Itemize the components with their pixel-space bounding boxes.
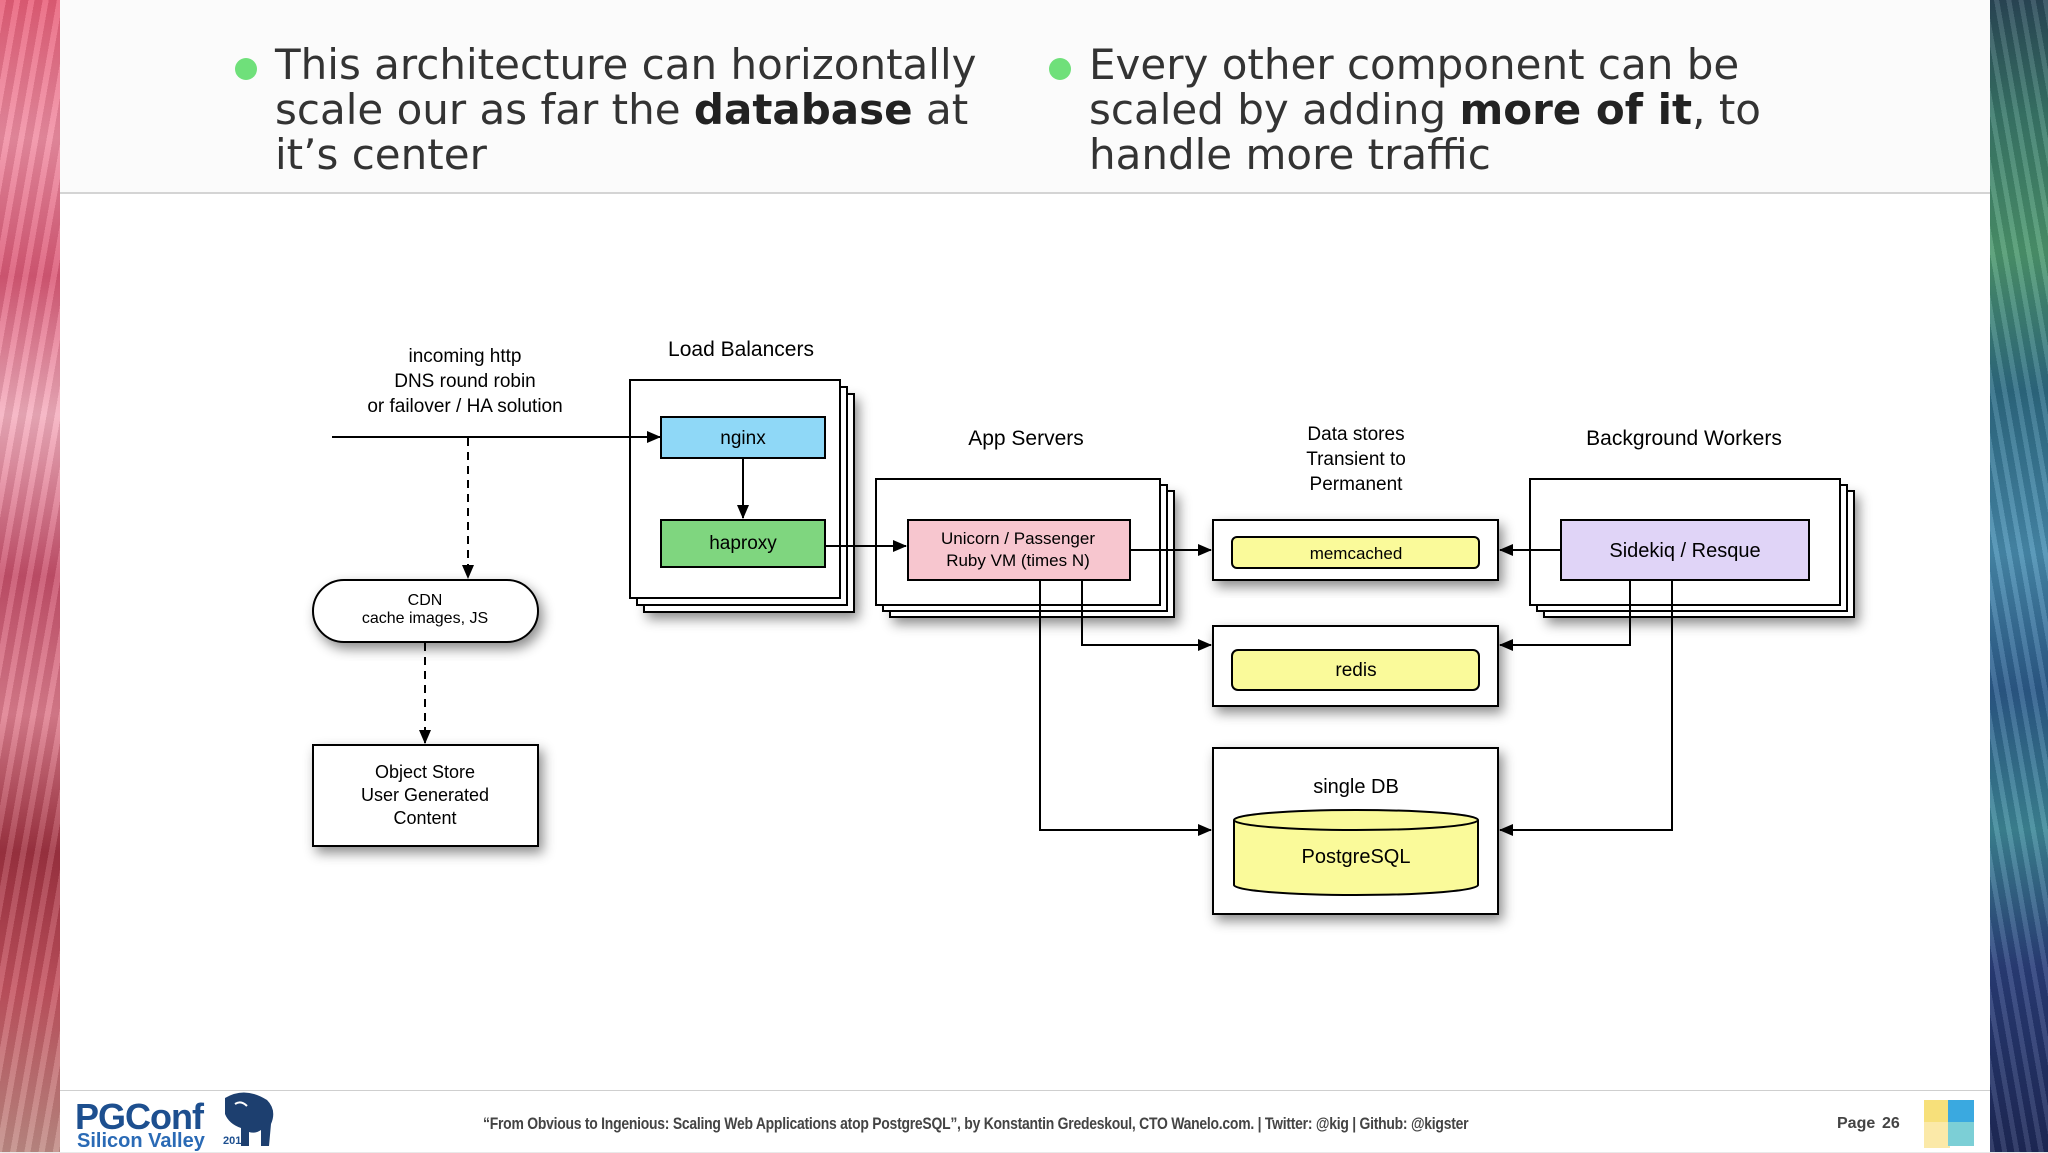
data-stores-group: Data stores Transient to Permanent memca… bbox=[1212, 424, 1499, 915]
load-balancers-title: Load Balancers bbox=[668, 338, 814, 361]
object-store-line2: User Generated bbox=[361, 785, 489, 805]
elephant-icon bbox=[225, 1092, 274, 1146]
bullet-text-after: at it’s center bbox=[275, 85, 969, 179]
single-db-title: single DB bbox=[1313, 776, 1399, 798]
cdn-box bbox=[312, 579, 539, 643]
incoming-line2: DNS round robin bbox=[394, 371, 536, 392]
data-stores-title2: Transient to bbox=[1306, 449, 1406, 470]
data-stores-title3: Permanent bbox=[1310, 474, 1404, 495]
app-server-box bbox=[907, 519, 1131, 581]
app-to-redis-arrow bbox=[1081, 580, 1212, 651]
background-workers-title: Background Workers bbox=[1586, 427, 1782, 450]
page-label: Page bbox=[1837, 1115, 1876, 1132]
data-stores-title1: Data stores bbox=[1307, 424, 1404, 445]
incoming-line3: or failover / HA solution bbox=[367, 396, 562, 417]
app-servers-title: App Servers bbox=[968, 427, 1084, 450]
bullet-text-bold: database bbox=[693, 85, 913, 134]
page-number: 26 bbox=[1882, 1115, 1900, 1132]
cdn-line1: CDN bbox=[408, 592, 443, 609]
memcached-label: memcached bbox=[1310, 544, 1403, 563]
corner-squares-logo bbox=[1924, 1100, 1974, 1148]
bullet-text-before: Every other component can be scaled by a… bbox=[1089, 40, 1740, 134]
bullet-text-after: , to handle more traffic bbox=[1089, 85, 1761, 179]
incoming-traffic-label: incoming http DNS round robin or failove… bbox=[367, 346, 562, 417]
app-server-line1: Unicorn / Passenger bbox=[941, 529, 1095, 548]
cdn-line2: cache images, JS bbox=[362, 610, 488, 627]
sidekiq-box bbox=[1560, 519, 1810, 581]
bullet-architecture: This architecture can horizontally scale… bbox=[235, 40, 995, 179]
object-store-line3: Content bbox=[393, 808, 456, 828]
haproxy-label: haproxy bbox=[709, 533, 777, 554]
incoming-line1: incoming http bbox=[408, 346, 521, 367]
bullet-text-bold: more of it bbox=[1459, 85, 1693, 134]
architecture-diagram: incoming http DNS round robin or failove… bbox=[312, 338, 1855, 915]
right-painted-border bbox=[1990, 0, 2048, 1152]
left-painted-border bbox=[0, 0, 60, 1152]
app-servers-group: App Servers Unicorn / Passenger Ruby VM … bbox=[875, 427, 1175, 618]
bullet-text-before: This architecture can horizontally scale… bbox=[275, 40, 977, 134]
background-workers-group: Background Workers Sidekiq / Resque bbox=[1529, 427, 1855, 618]
object-store-group: Object Store User Generated Content bbox=[312, 744, 539, 847]
app-server-line2: Ruby VM (times N) bbox=[946, 551, 1090, 570]
footer-divider bbox=[60, 1090, 1990, 1091]
object-store-box bbox=[312, 744, 539, 847]
redis-box bbox=[1231, 649, 1480, 691]
footer-citation: “From Obvious to Ingenious: Scaling Web … bbox=[483, 1114, 1469, 1133]
load-balancers-group: Load Balancers nginx haproxy bbox=[629, 338, 855, 613]
workers-to-postgres-arrow bbox=[1499, 580, 1673, 836]
app-to-postgres-arrow bbox=[1039, 580, 1212, 836]
object-store-line1: Object Store bbox=[375, 762, 475, 782]
bullet-scaling: Every other component can be scaled by a… bbox=[1049, 40, 1869, 179]
postgresql-label: PostgreSQL bbox=[1302, 846, 1411, 868]
nginx-box bbox=[660, 416, 826, 459]
workers-to-redis-arrow bbox=[1499, 580, 1631, 651]
bullet-dot bbox=[1049, 58, 1071, 80]
logo-location: Silicon Valley bbox=[77, 1130, 205, 1152]
postgresql-cylinder bbox=[1233, 809, 1479, 896]
logo-name: PGConf bbox=[75, 1096, 204, 1137]
pgconf-logo: PGConf Silicon Valley 2015 bbox=[75, 1090, 285, 1152]
redis-label: redis bbox=[1335, 660, 1376, 681]
cdn-group: CDN cache images, JS bbox=[312, 579, 539, 643]
bullet-dot bbox=[235, 58, 257, 80]
memcached-box bbox=[1231, 536, 1480, 569]
haproxy-box bbox=[660, 519, 826, 568]
slide: This architecture can horizontally scale… bbox=[60, 0, 1990, 1152]
sidekiq-label: Sidekiq / Resque bbox=[1609, 540, 1760, 562]
nginx-label: nginx bbox=[720, 428, 766, 449]
slide-header: This architecture can horizontally scale… bbox=[60, 0, 1990, 194]
connectors bbox=[332, 431, 1673, 836]
